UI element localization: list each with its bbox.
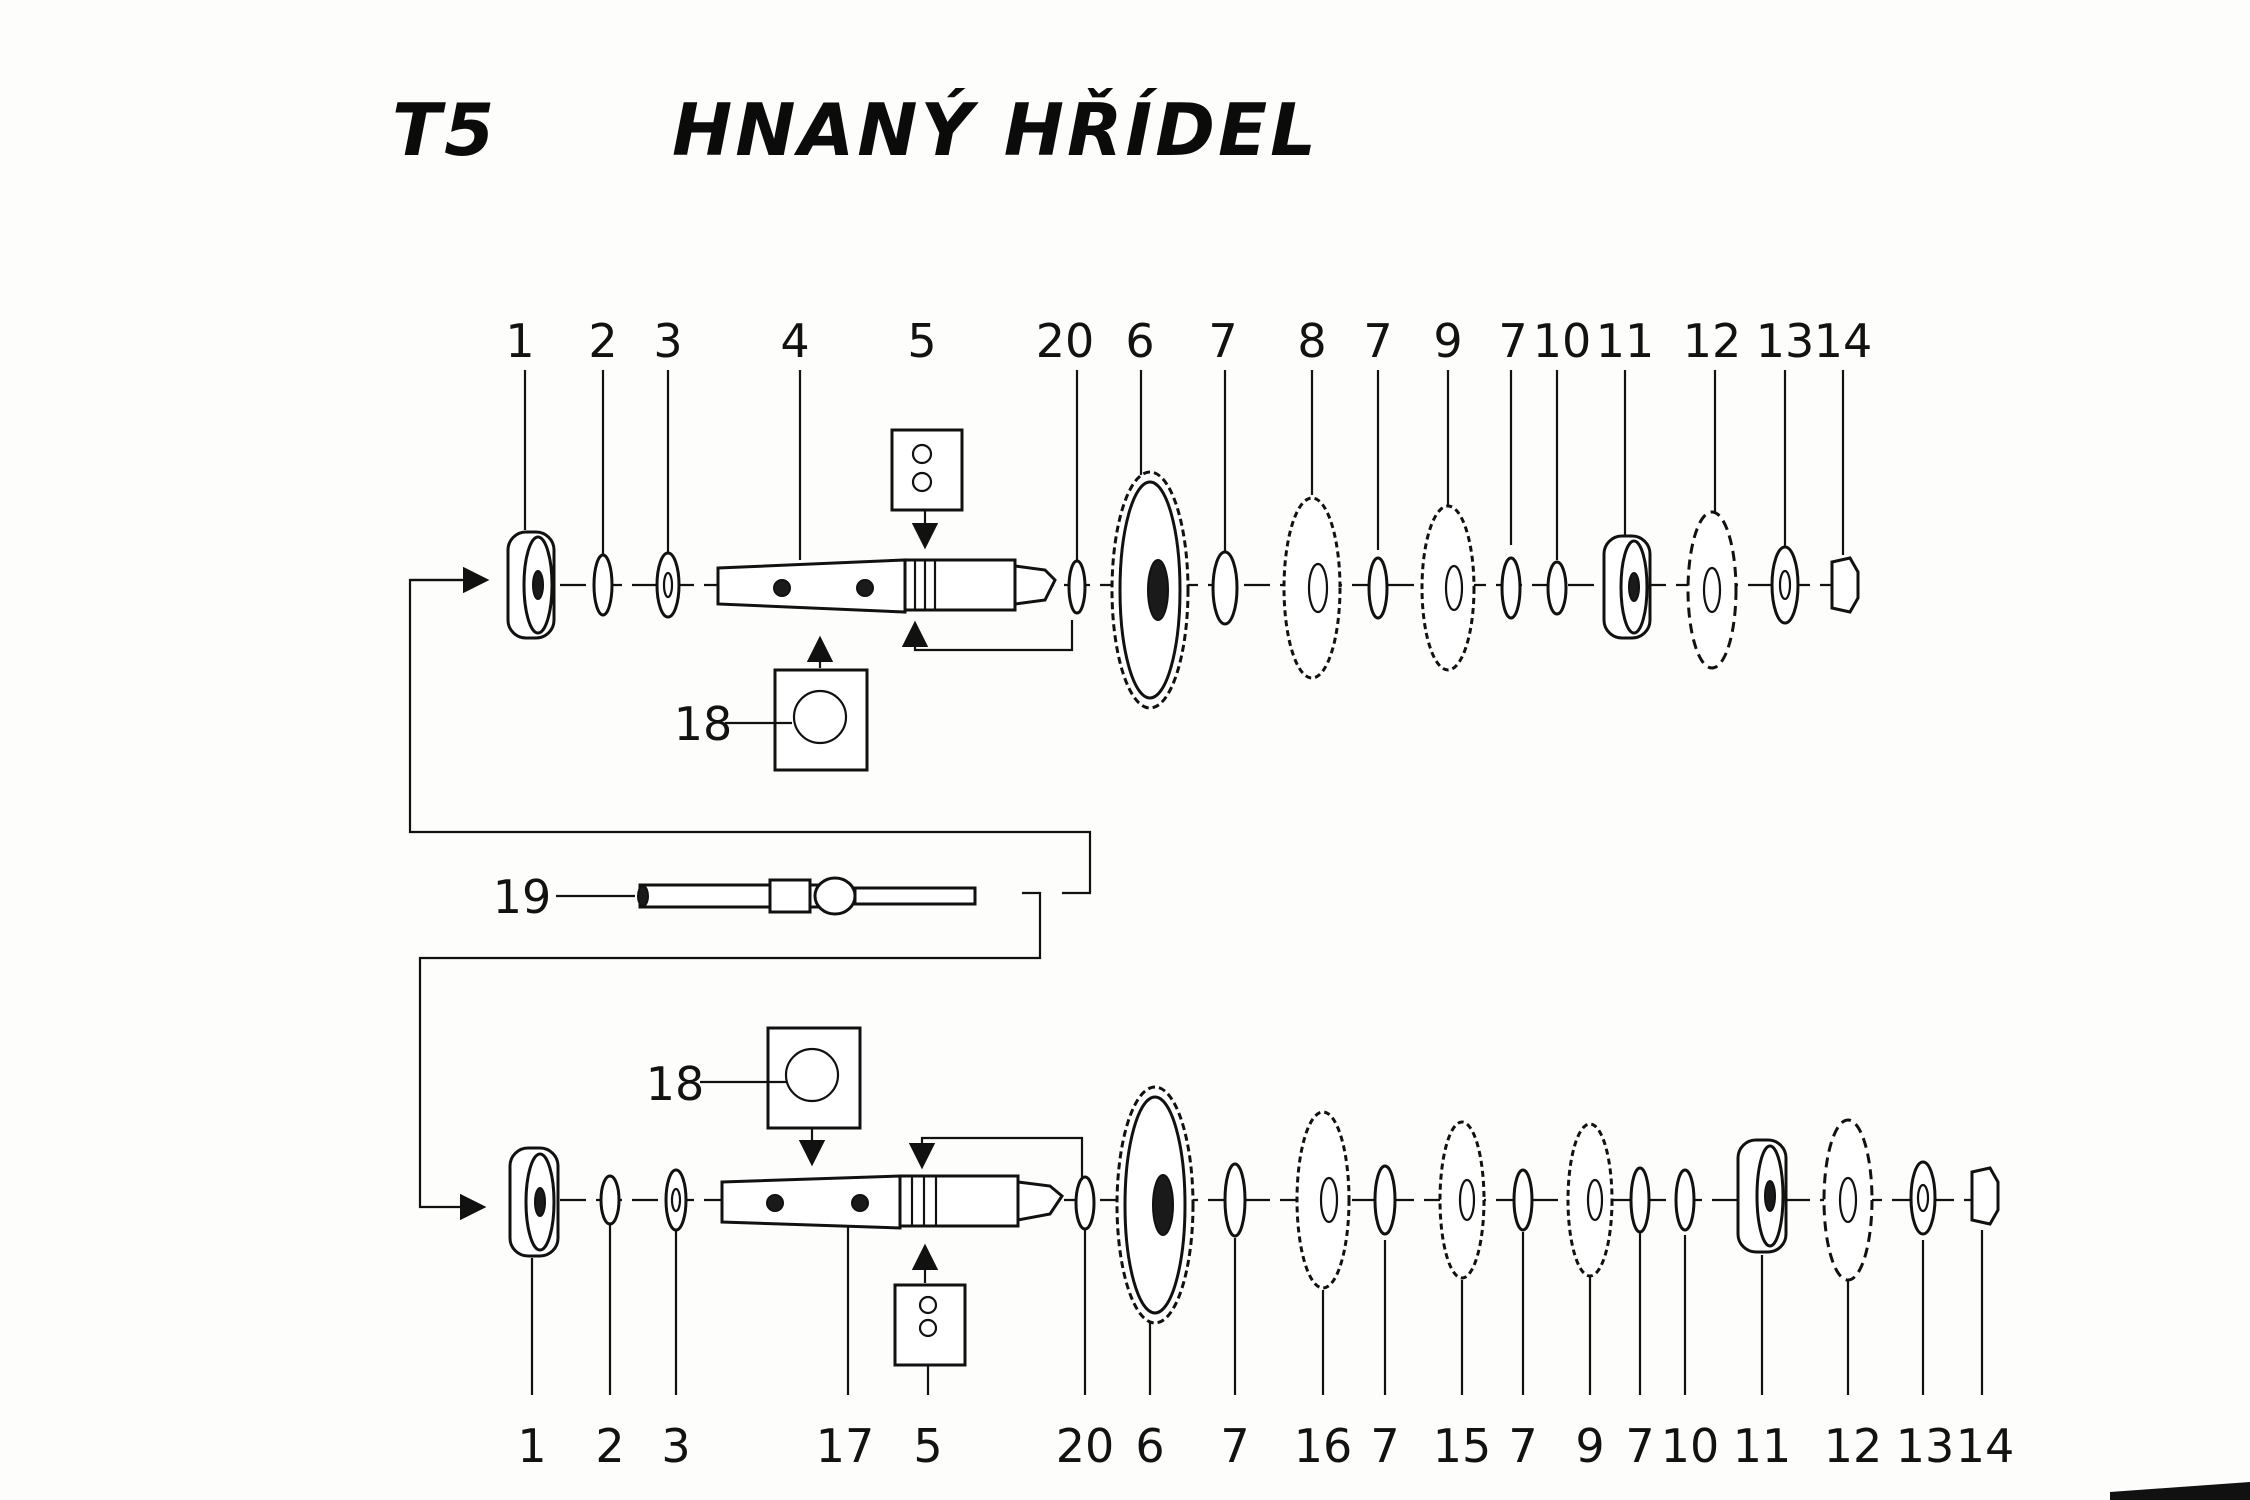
connector-paths	[408, 566, 1092, 1221]
bottom-return-arrow	[908, 1136, 1084, 1180]
label-bottom-3: 3	[661, 1419, 690, 1473]
label-bottom-5: 5	[913, 1419, 942, 1473]
page-title: HNANÝ HŘÍDEL	[672, 88, 1320, 172]
ring-20-top	[1067, 559, 1087, 615]
bearing-11-top	[1602, 534, 1652, 640]
washer-7-top-a	[1211, 550, 1239, 626]
label-bottom-2: 2	[595, 1419, 624, 1473]
bearing-11-bottom	[1736, 1138, 1788, 1254]
washer-7-top-b	[1367, 556, 1389, 620]
ball-bearing-bottom	[508, 1146, 560, 1258]
callout-18-top	[725, 635, 869, 772]
washer-7-bottom-d	[1629, 1166, 1651, 1234]
label-top-9: 9	[1433, 314, 1462, 368]
gear-8-top	[1282, 496, 1342, 680]
label-top-11: 11	[1596, 314, 1655, 368]
top-row-labels: 1 2 3 4 5 20 6 7 8 7 9 7 10 11 12 13 14	[505, 314, 1872, 368]
label-19: 19	[493, 870, 552, 924]
label-bottom-16: 16	[1294, 1419, 1353, 1473]
circlip-10-bottom	[1674, 1168, 1696, 1232]
page-edge-shadow	[2110, 1482, 2250, 1500]
page-code: T5	[392, 88, 498, 172]
sprocket-12-bottom	[1822, 1118, 1874, 1282]
washer-3-bottom	[664, 1168, 688, 1232]
label-top-3: 3	[653, 314, 682, 368]
ring-20-bottom	[1074, 1175, 1096, 1231]
label-bottom-7b: 7	[1370, 1419, 1399, 1473]
label-top-20: 20	[1036, 314, 1095, 368]
bottom-row-labels: 1 2 3 17 5 20 6 7 16 7 15 7 9 7 10 11 12…	[517, 1419, 2014, 1473]
label-top-5: 5	[907, 314, 936, 368]
callout-5-top	[890, 428, 964, 550]
washer-13-top	[1770, 545, 1800, 625]
label-bottom-7a: 7	[1220, 1419, 1249, 1473]
label-top-13: 13	[1756, 314, 1815, 368]
label-top-10: 10	[1533, 314, 1592, 368]
driven-shaft-top	[716, 558, 1057, 614]
gear-6-bottom	[1115, 1085, 1195, 1325]
label-top-7b: 7	[1363, 314, 1392, 368]
label-top-6: 6	[1125, 314, 1154, 368]
label-callout-18-top: 18	[674, 697, 733, 751]
ball-bearing-top	[506, 530, 556, 640]
top-assembly	[506, 370, 1860, 772]
callout-5-bottom	[893, 1243, 967, 1367]
label-bottom-6: 6	[1135, 1419, 1164, 1473]
label-top-7c: 7	[1498, 314, 1527, 368]
label-bottom-13: 13	[1896, 1419, 1955, 1473]
label-top-12: 12	[1683, 314, 1742, 368]
shift-rod-19	[556, 876, 977, 916]
circlip-top	[592, 553, 614, 617]
sprocket-12-top	[1686, 510, 1738, 670]
nut-14-top	[1830, 556, 1860, 614]
gear-9-top	[1420, 504, 1476, 672]
bottom-leader-lines	[530, 1225, 1984, 1395]
label-top-7a: 7	[1208, 314, 1237, 368]
label-bottom-20: 20	[1056, 1419, 1115, 1473]
label-bottom-17: 17	[816, 1419, 875, 1473]
gear-16-bottom	[1295, 1110, 1351, 1290]
washer-3-top	[655, 551, 681, 619]
label-bottom-11: 11	[1733, 1419, 1792, 1473]
washer-7-bottom-c	[1512, 1168, 1534, 1232]
gear-15-bottom	[1438, 1120, 1486, 1280]
label-top-1: 1	[505, 314, 534, 368]
label-top-2: 2	[588, 314, 617, 368]
top-leader-lines	[523, 370, 1845, 565]
label-bottom-1: 1	[517, 1419, 546, 1473]
top-return-arrow	[901, 620, 1074, 652]
label-top-14: 14	[1814, 314, 1873, 368]
washer-7-top-c	[1500, 556, 1522, 620]
gear-9-bottom	[1566, 1122, 1614, 1278]
label-top-8: 8	[1297, 314, 1326, 368]
bottom-assembly	[508, 1026, 2000, 1395]
label-bottom-7d: 7	[1625, 1419, 1654, 1473]
label-bottom-15: 15	[1433, 1419, 1492, 1473]
label-bottom-9: 9	[1575, 1419, 1604, 1473]
callout-18-bottom	[700, 1026, 862, 1167]
label-callout-18-bottom: 18	[646, 1057, 705, 1111]
label-bottom-12: 12	[1824, 1419, 1883, 1473]
label-bottom-7c: 7	[1508, 1419, 1537, 1473]
washer-13-bottom	[1909, 1160, 1937, 1236]
driven-shaft-17-bottom	[720, 1174, 1064, 1230]
label-bottom-10: 10	[1661, 1419, 1720, 1473]
circlip-bottom	[599, 1174, 621, 1226]
gear-6-top	[1110, 470, 1190, 710]
label-top-4: 4	[780, 314, 809, 368]
nut-14-bottom	[1970, 1166, 2000, 1226]
washer-7-bottom-b	[1373, 1164, 1397, 1236]
label-bottom-14: 14	[1956, 1419, 2015, 1473]
circlip-10-top	[1546, 560, 1568, 616]
washer-7-bottom-a	[1223, 1162, 1247, 1238]
